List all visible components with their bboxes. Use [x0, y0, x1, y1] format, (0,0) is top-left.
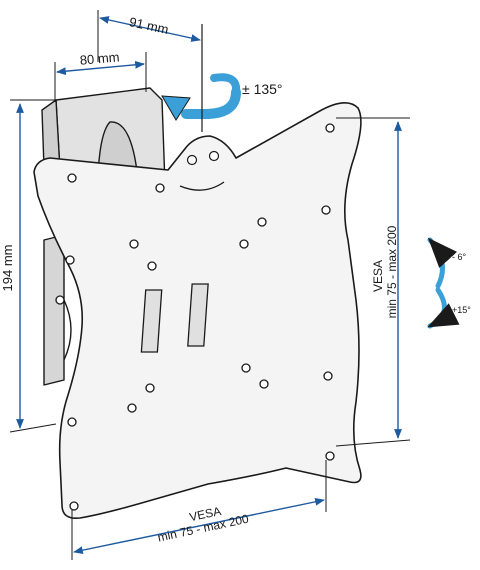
- label-vesa-horizontal-title: VESA: [188, 504, 222, 524]
- label-tilt-up: - 6°: [452, 252, 467, 262]
- slot-right: [187, 283, 209, 347]
- tilt-arrows: [427, 237, 460, 329]
- label-swivel: ± 135°: [242, 81, 283, 97]
- label-194mm: 194 mm: [0, 245, 15, 292]
- vesa-horizontal-dimension: [71, 460, 327, 560]
- swivel-rotation-arrow: [161, 24, 241, 132]
- tilt-down-arrow: [427, 287, 460, 329]
- vesa-vertical-dimension: [335, 117, 411, 447]
- tilt-up-arrow: [427, 237, 458, 289]
- label-91mm: 91 mm: [128, 14, 170, 37]
- label-vesa-vertical-title: VESA: [371, 260, 385, 292]
- label-vesa-vertical-range: min 75 - max 200: [385, 225, 399, 318]
- dimension-91mm: [97, 10, 201, 62]
- slot-left: [140, 289, 163, 353]
- plate-eye-holes: [186, 150, 220, 166]
- dimension-194mm: [9, 99, 57, 433]
- mounting-slots: [140, 283, 209, 353]
- label-80mm: 80 mm: [79, 49, 120, 67]
- mounting-holes: [55, 123, 335, 511]
- label-tilt-down: +15°: [452, 305, 471, 315]
- bracket-lower-arm: [43, 234, 65, 386]
- bracket-hinge: [63, 299, 72, 361]
- dimension-80mm: [54, 52, 147, 102]
- plate-face-detail: [179, 181, 225, 191]
